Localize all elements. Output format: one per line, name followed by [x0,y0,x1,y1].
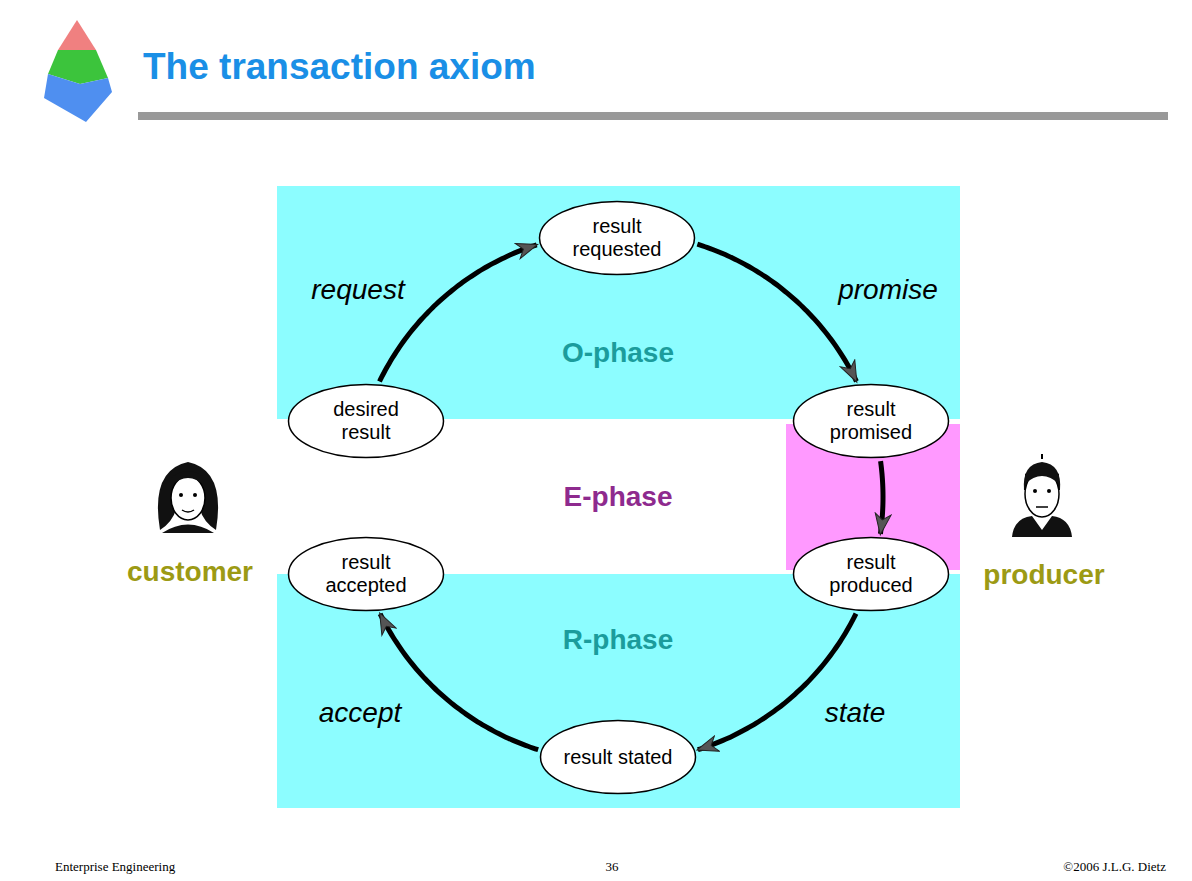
page-number: 36 [606,859,619,875]
state-ellipse: desired result [287,383,445,459]
state-text: result produced [815,551,927,597]
ellipse-shape [540,202,695,275]
copyright-note: ©2006 J.L.G. Dietz [1063,859,1166,875]
fringe [171,471,205,486]
role-name: customer [127,556,253,588]
hair-top [1025,468,1059,484]
state-ellipse: result stated [539,719,697,795]
state-text: result promised [815,398,927,444]
phase-name: E-phase [564,481,673,513]
ellipse-shape [794,385,949,458]
hair [158,462,218,530]
mouth [182,510,194,512]
slide-title: The transaction axiom [143,46,536,88]
pyramid-top [58,20,96,50]
eye [193,493,197,497]
logo-pyramid [44,20,112,122]
jacket [1012,516,1072,537]
state-text: desired result [310,398,422,444]
state-text: result requested [561,215,673,261]
ellipse-shape [289,385,444,458]
eye [1047,489,1051,493]
act-label: request [311,274,404,306]
act-label: state [825,697,886,729]
state-text: result stated [562,746,674,769]
ellipse-shape [541,721,696,794]
hair-tuft [1041,454,1043,459]
face [171,476,205,520]
state-ellipse: result requested [538,200,696,276]
mouth [1036,506,1048,508]
state-ellipse: result promised [792,383,950,459]
phase-band: R-phaseresult producedresult statedresul… [277,574,960,808]
ellipse-shape [289,538,444,611]
pyramid-bottom [44,74,112,122]
shoulders [162,525,214,534]
customer-figure [158,462,218,533]
state-ellipse: result produced [792,536,950,612]
title-rule [138,112,1168,120]
ellipse-shape [794,538,949,611]
state-text: result accepted [310,551,422,597]
phase-name: R-phase [563,624,673,656]
producer-figure [1012,454,1072,537]
role-name: producer [983,559,1104,591]
transition-arrow [880,461,883,534]
state-ellipse: result accepted [287,536,445,612]
footer-text: Enterprise Engineering [55,859,175,875]
phase-name: O-phase [562,337,674,369]
act-label: promise [838,274,938,306]
act-label: accept [319,697,402,729]
eye [1033,489,1037,493]
eye [179,493,183,497]
